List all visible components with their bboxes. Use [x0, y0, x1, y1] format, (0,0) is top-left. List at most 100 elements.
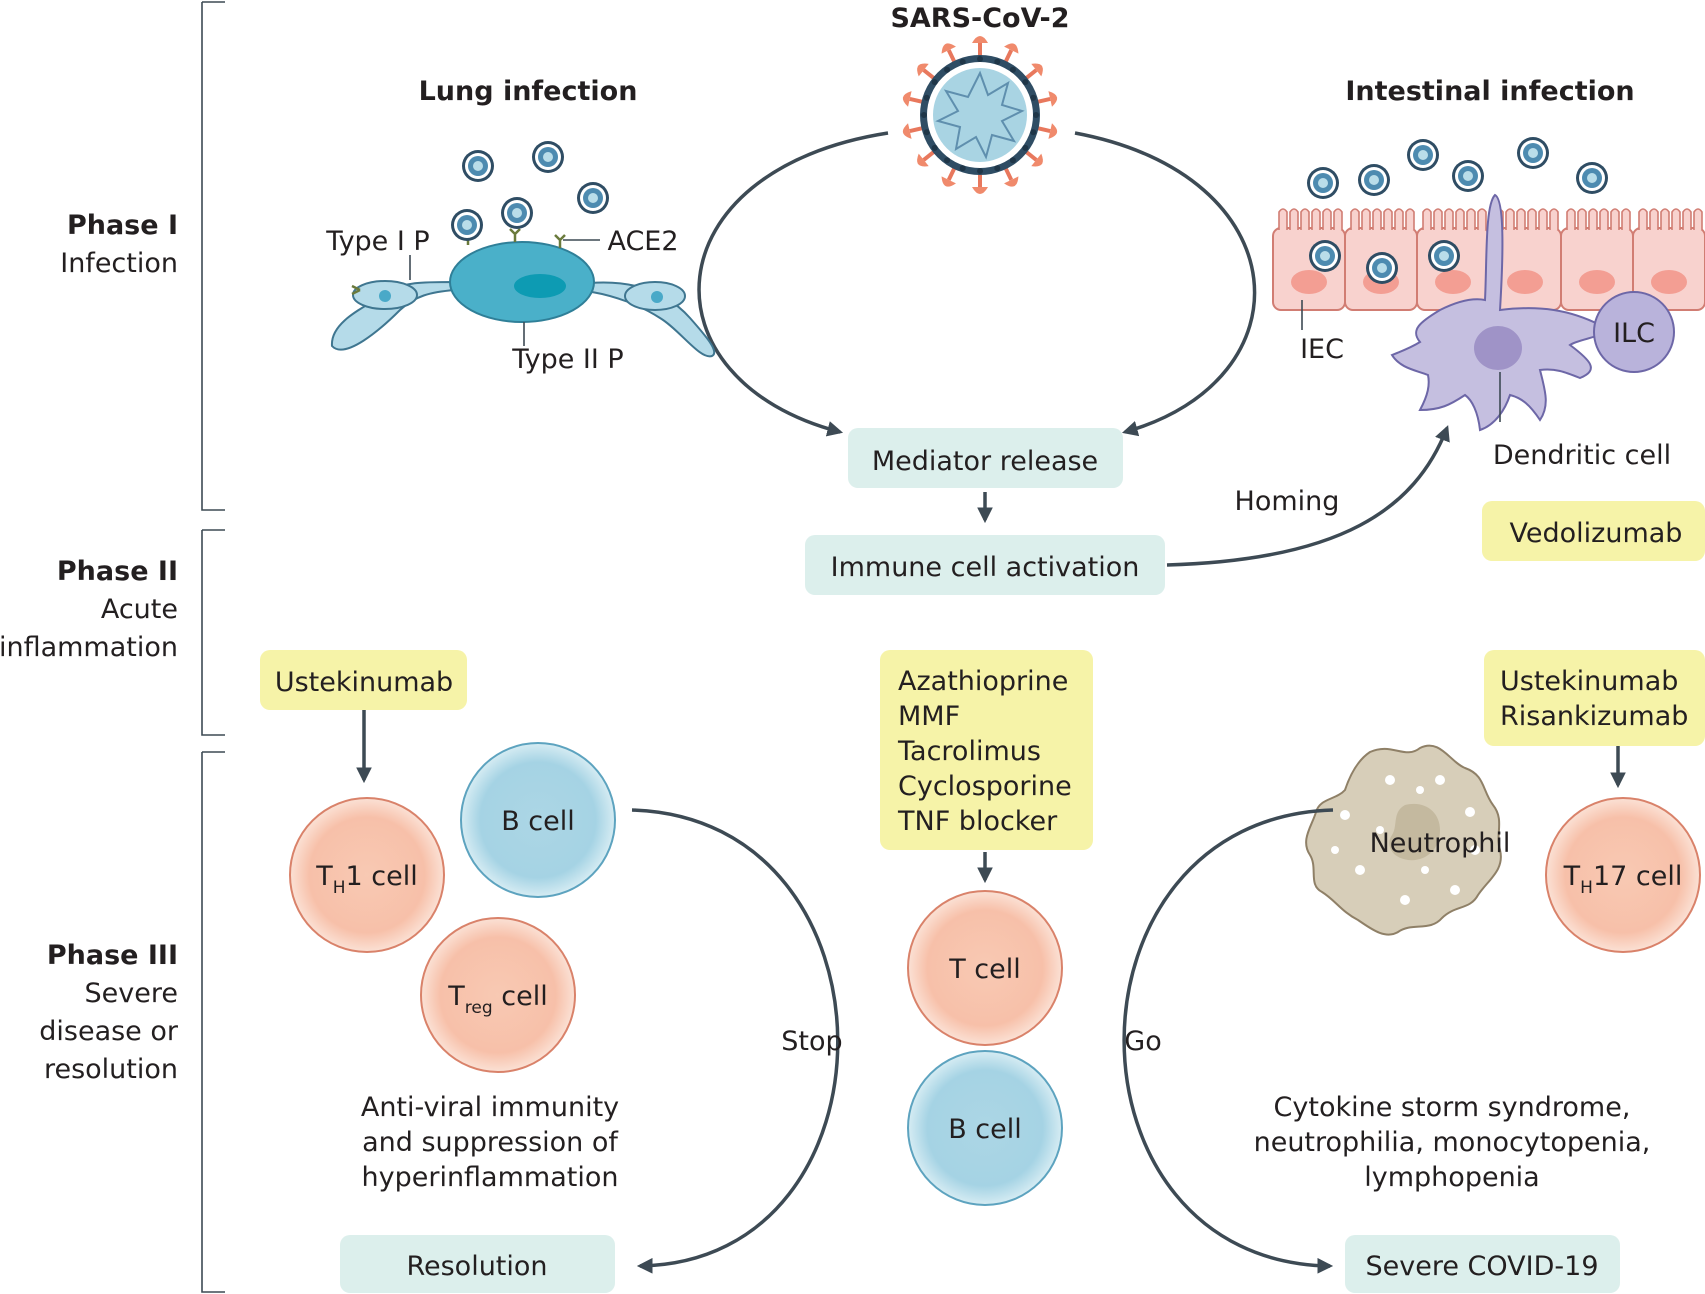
- microvillus: [1599, 208, 1609, 230]
- virus-spike: [1003, 43, 1019, 64]
- virus-spike: [941, 43, 957, 64]
- virus-envelope-dot: [944, 157, 951, 164]
- type-2-p-label: Type II P: [511, 344, 623, 375]
- th17-cell: TH17 cell: [1545, 797, 1701, 953]
- microvillus: [1394, 208, 1404, 230]
- microvillus: [1549, 208, 1559, 230]
- virus-envelope-dot: [931, 79, 938, 86]
- phase-brackets: [201, 1, 225, 1293]
- immune-activation-box: Immune cell activation: [805, 535, 1165, 595]
- ace2-label: ACE2: [607, 226, 678, 257]
- virus-spike: [941, 166, 957, 187]
- b-cell-left-label: B cell: [501, 806, 575, 837]
- stop-label: Stop: [781, 1026, 842, 1057]
- microvillus: [1505, 208, 1515, 230]
- drug-cyclosporine: Cyclosporine: [898, 771, 1072, 802]
- homing-label: Homing: [1235, 486, 1340, 517]
- ilc-icon: [1593, 291, 1675, 373]
- virus-envelope-dot: [923, 129, 930, 136]
- t-cell-center: T cell: [907, 890, 1063, 1046]
- mediator-release-box: Mediator release: [848, 428, 1123, 488]
- virus-spike: [1024, 149, 1043, 167]
- microvillus: [1638, 208, 1648, 230]
- microvillus: [1649, 208, 1659, 230]
- microvillus: [1577, 208, 1587, 230]
- th17-cell-label: TH17 cell: [1563, 861, 1683, 898]
- microvillus: [1405, 208, 1415, 230]
- virus-envelope-dot: [1030, 94, 1037, 101]
- microvillus: [1516, 208, 1526, 230]
- microvillus: [1422, 208, 1432, 230]
- intestine-title: Intestinal infection: [1345, 76, 1634, 107]
- immune-activation-label: Immune cell activation: [831, 552, 1140, 583]
- microvillus: [1289, 208, 1299, 230]
- microvillus: [1610, 208, 1620, 230]
- virus-spike: [902, 123, 924, 139]
- microvillus: [1350, 208, 1360, 230]
- homing-arrow: [1166, 425, 1450, 567]
- b-cell-center: B cell: [907, 1050, 1063, 1206]
- resolution-box: Resolution: [340, 1235, 615, 1293]
- virus-envelope-dot: [921, 112, 927, 118]
- microvillus: [1433, 208, 1443, 230]
- lung-title: Lung infection: [419, 76, 638, 107]
- neutrophil-cell: Neutrophil: [1305, 744, 1510, 936]
- phase-3-line-3: resolution: [44, 1054, 178, 1085]
- severe-covid-box: Severe COVID-19: [1345, 1235, 1620, 1293]
- epithelial-nucleus: [1291, 270, 1327, 294]
- epithelial-nucleus: [1435, 270, 1471, 294]
- iec-label: IEC: [1300, 334, 1344, 365]
- microvillus: [1693, 208, 1703, 230]
- virus-envelope-dot: [959, 58, 966, 65]
- right-outcome-text: Cytokine storm syndrome, neutrophilia, m…: [1254, 1092, 1651, 1193]
- epithelial-nucleus: [1651, 270, 1687, 294]
- microvillus: [1588, 208, 1598, 230]
- phase-2-label: Phase II Acute inflammation: [0, 556, 178, 663]
- ustekinumab-left-label: Ustekinumab: [275, 667, 453, 698]
- center-drugs-box: Azathioprine MMF Tacrolimus Cyclosporine…: [880, 650, 1093, 850]
- right-outcome-line-1: Cytokine storm syndrome,: [1274, 1092, 1631, 1123]
- b-cell-left: B cell: [460, 742, 616, 898]
- microvillus: [1455, 208, 1465, 230]
- phase-2-line-2: inflammation: [0, 632, 178, 663]
- virus-envelope-dot: [923, 94, 930, 101]
- microvillus: [1333, 208, 1343, 230]
- phase-1-label: Phase I Infection: [60, 210, 178, 279]
- left-outcome-line-2: and suppression of: [362, 1127, 619, 1158]
- virus-envelope-dot: [1030, 129, 1037, 136]
- microvillus: [1278, 208, 1288, 230]
- treg-cell: Treg cell: [420, 917, 576, 1073]
- phase-2-line-1: Acute: [101, 594, 178, 625]
- virus-spike: [1003, 166, 1019, 187]
- go-arc-arrow: [1122, 808, 1334, 1274]
- ustekinumab-left-box: Ustekinumab: [260, 650, 467, 710]
- microvillus: [1322, 208, 1332, 230]
- microvillus: [1538, 208, 1548, 230]
- virus-envelope-dot: [959, 165, 966, 172]
- virus-spike: [917, 63, 936, 81]
- mediator-release-label: Mediator release: [872, 446, 1098, 477]
- virus-envelope-dot: [977, 168, 983, 174]
- sars-cov-2-icon: [902, 36, 1058, 194]
- microvillus: [1311, 208, 1321, 230]
- microvillus: [1477, 208, 1487, 230]
- epithelial-nucleus: [1579, 270, 1615, 294]
- virus-spike: [1024, 63, 1043, 81]
- type-1-p-label: Type I P: [325, 226, 429, 257]
- virus-envelope-dot: [977, 56, 983, 62]
- th17-sub: H: [1580, 878, 1593, 898]
- virus-envelope-dot: [1033, 112, 1039, 118]
- intestine-illustration: [1272, 137, 1705, 432]
- virus-spike: [1036, 91, 1058, 107]
- virus-spike: [972, 36, 988, 57]
- microvillus: [1300, 208, 1310, 230]
- drug-tacrolimus: Tacrolimus: [897, 736, 1041, 767]
- virus-spike: [972, 173, 988, 194]
- drug-risankizumab: Risankizumab: [1500, 701, 1688, 732]
- left-outcome-line-1: Anti-viral immunity: [361, 1092, 619, 1123]
- vedolizumab-label: Vedolizumab: [1510, 518, 1683, 549]
- microvillus: [1682, 208, 1692, 230]
- dendritic-cell-label: Dendritic cell: [1493, 440, 1671, 471]
- right-drugs-box: Ustekinumab Risankizumab: [1484, 650, 1705, 746]
